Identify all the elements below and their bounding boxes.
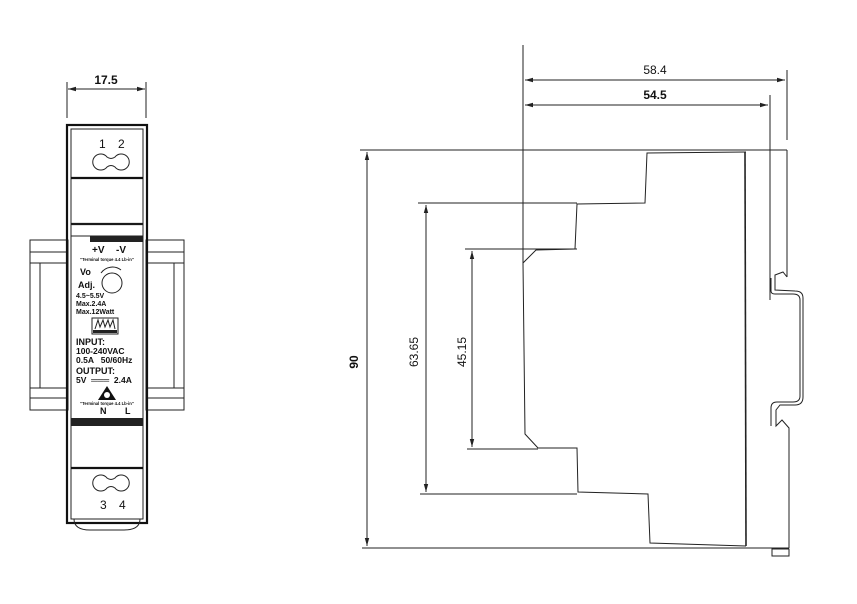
torque-note-bottom: "Terminal torque 4.4 Lb-in" — [80, 401, 134, 406]
adj-label: Adj. — [78, 280, 95, 290]
front-view: 17.5 1 2 3 4 +V — [29, 73, 185, 531]
terminal-1: 1 — [99, 137, 106, 151]
latch-foot — [771, 548, 790, 557]
output-rating: 5V ═══ 2.4A — [76, 375, 132, 385]
voltage-range: 4.5~5.5V — [76, 293, 105, 300]
depth-total-dim: 58.4 — [643, 63, 667, 77]
terminal-screw-bottom-icon — [92, 474, 130, 492]
terminal-2: 2 — [118, 137, 125, 151]
housing-profile — [522, 151, 747, 547]
output-title: OUTPUT: — [76, 366, 115, 376]
max-power: Max.12Watt — [76, 309, 115, 316]
width-dimension: 17.5 — [66, 73, 147, 118]
depth-body-dim: 54.5 — [643, 88, 667, 102]
input-voltage: 100-240VAC — [76, 346, 125, 356]
vo-label: Vo — [80, 267, 91, 277]
terminal-screw-top-icon — [92, 153, 130, 171]
neutral-label: N — [100, 406, 107, 416]
front-housing — [65, 123, 149, 525]
product-label: +V -V "Terminal torque 4.4 Lb-in" Vo Adj… — [76, 245, 134, 416]
line-label: L — [125, 406, 131, 416]
height-step1-dim: 63.65 — [407, 337, 421, 367]
plus-v-label: +V — [92, 245, 105, 256]
height-total-dim: 90 — [347, 355, 361, 369]
certification-mark-icon — [98, 386, 116, 400]
torque-note-top: "Terminal torque 4.4 Lb-in" — [80, 257, 134, 262]
terminal-4: 4 — [119, 498, 126, 512]
width-dim-label: 17.5 — [94, 73, 118, 87]
meanwell-logo-icon — [91, 317, 119, 335]
voltage-adjust-knob[interactable] — [101, 272, 123, 294]
max-current: Max.2.4A — [76, 301, 106, 308]
input-current-freq: 0.5A 50/60Hz — [76, 355, 132, 365]
side-view: 90 63.65 45.15 58.4 54.5 — [347, 45, 804, 557]
terminal-3: 3 — [100, 498, 107, 512]
input-title: INPUT: — [76, 337, 105, 347]
height-step2-dim: 45.15 — [455, 337, 469, 367]
minus-v-label: -V — [116, 245, 126, 256]
